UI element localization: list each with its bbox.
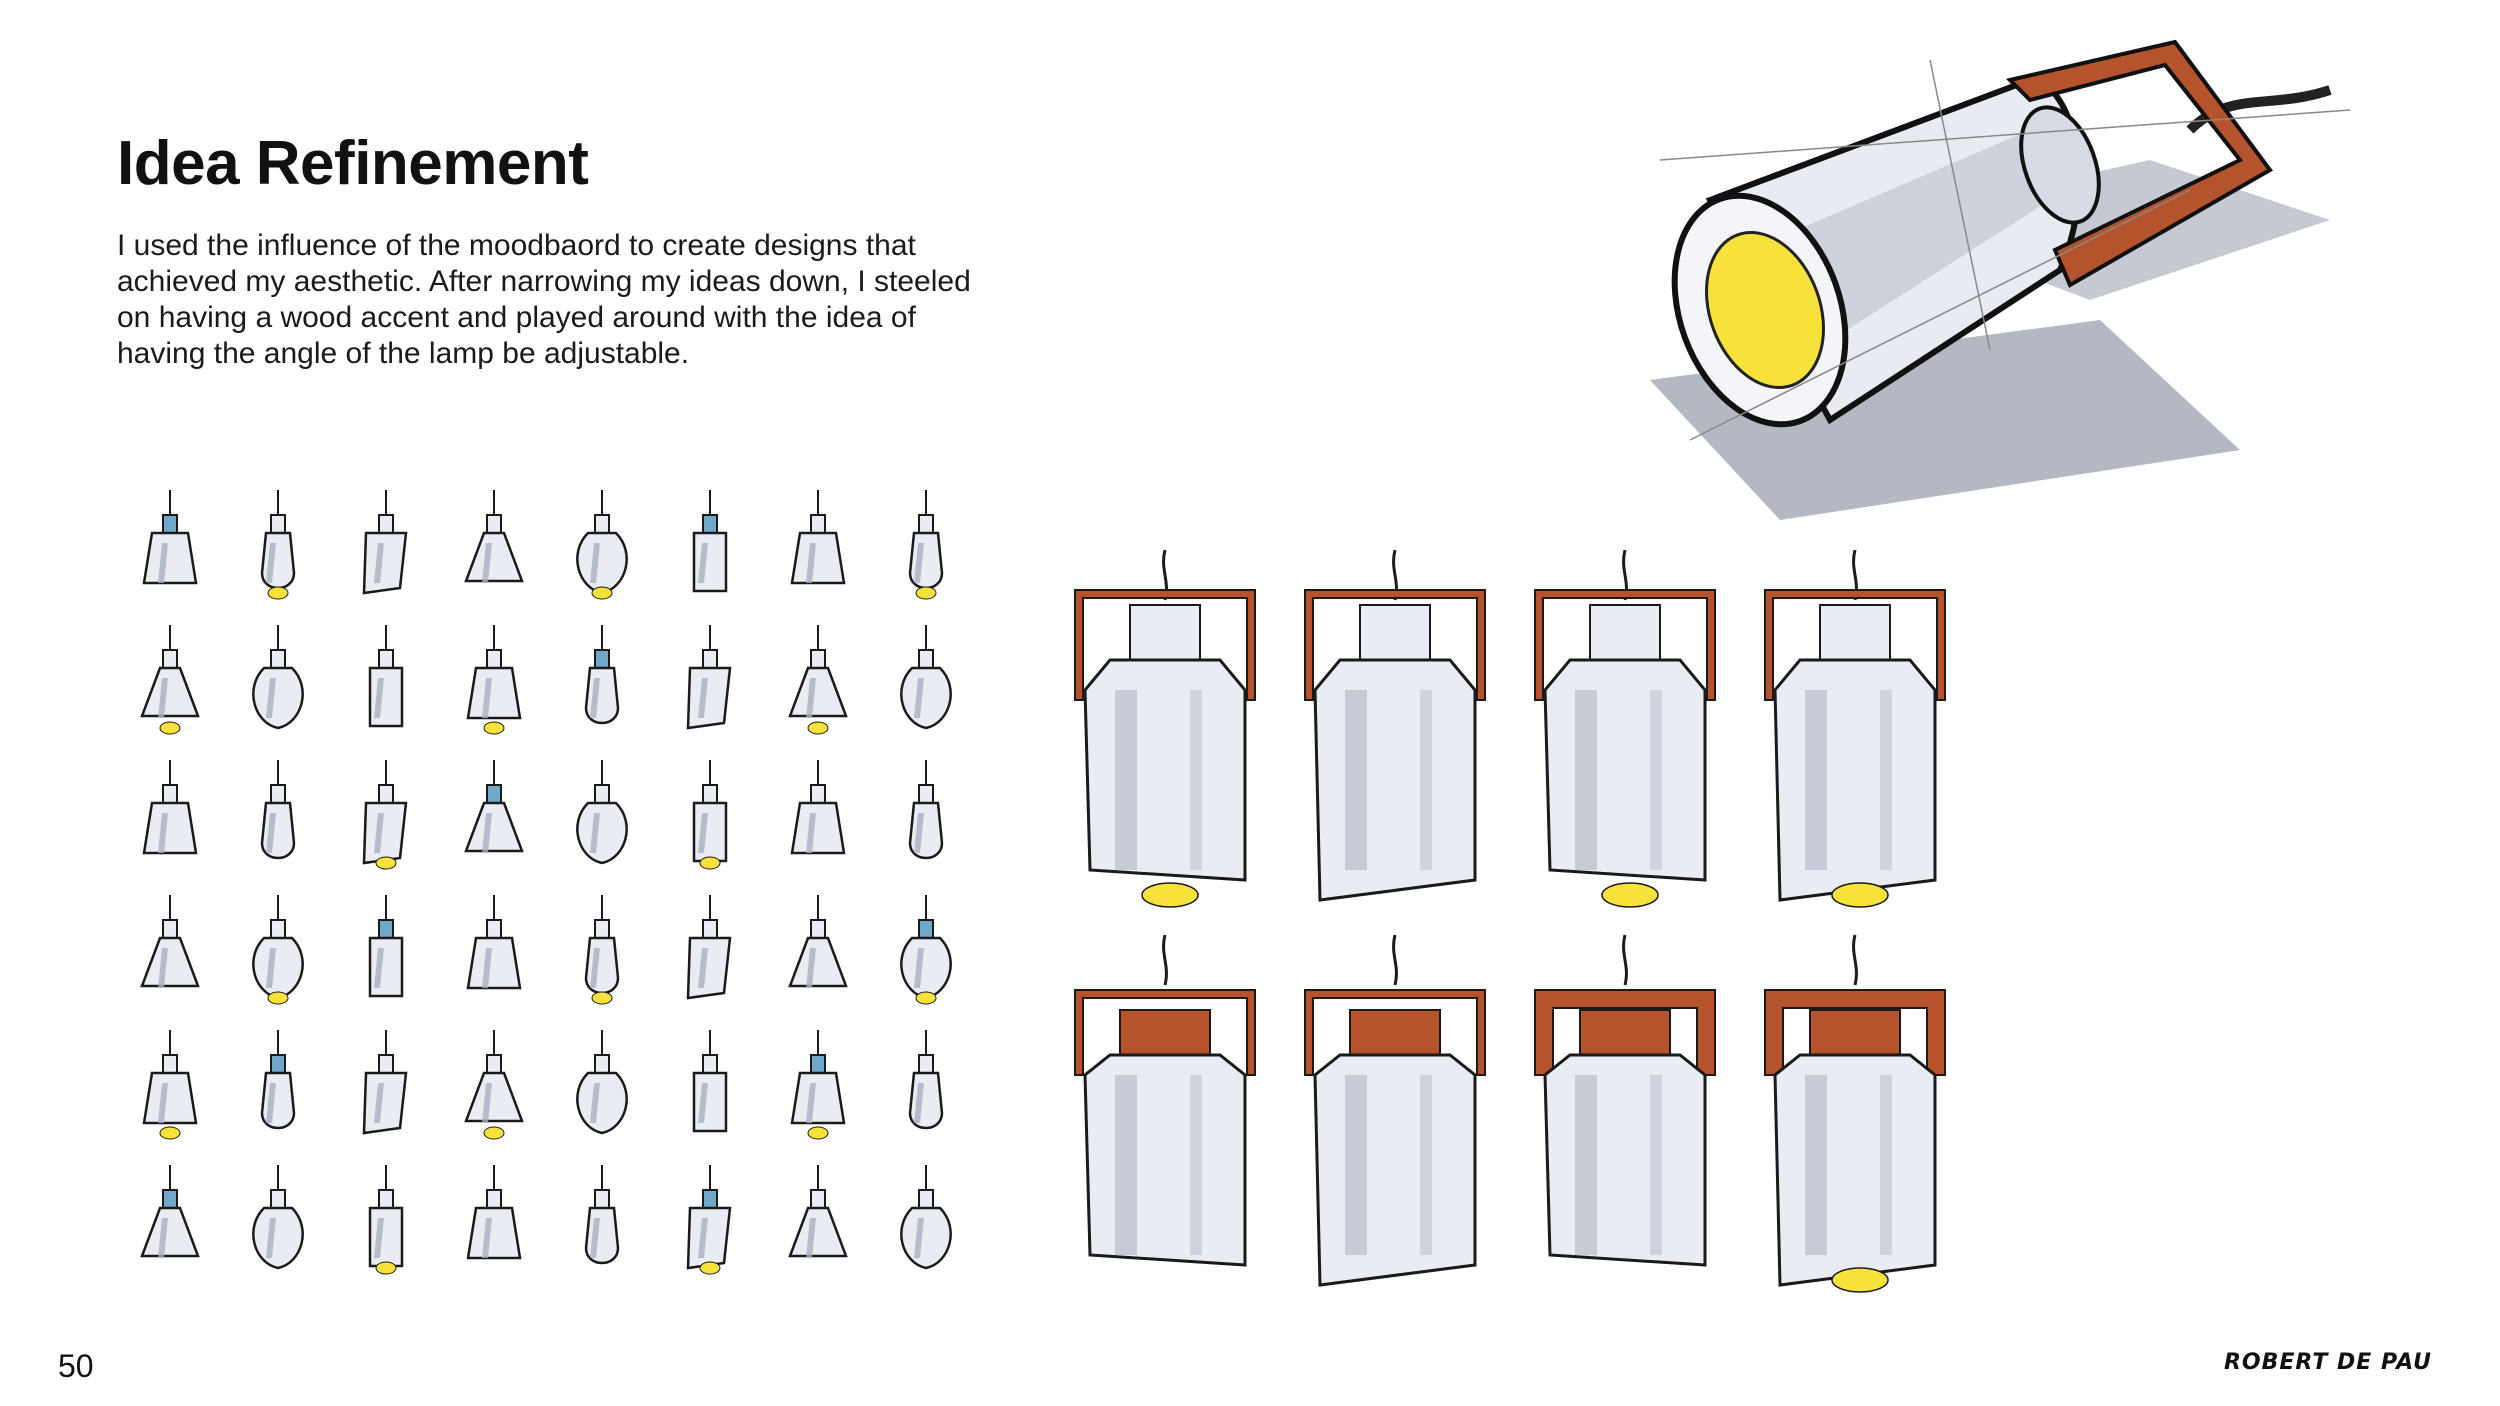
refined-lamp bbox=[1534, 550, 1716, 908]
lamp-body bbox=[1083, 658, 1247, 882]
wood-frame bbox=[1074, 989, 1256, 1076]
wood-frame bbox=[1764, 989, 1946, 1076]
pendant-thumbnail bbox=[788, 895, 848, 988]
wood-frame bbox=[1304, 589, 1486, 701]
pendant-thumbnail bbox=[362, 490, 408, 595]
pendant-thumbnail bbox=[790, 490, 846, 585]
refined-lamp bbox=[1074, 934, 1256, 1267]
pendant-thumbnail bbox=[686, 625, 732, 730]
pendant-thumbnail bbox=[252, 1165, 304, 1270]
pendant-thumbnail bbox=[576, 1030, 628, 1135]
author-signature: ROBERT DE PAU bbox=[2223, 1350, 2432, 1375]
pendant-thumbnail bbox=[686, 895, 732, 1000]
pendant-thumbnail bbox=[584, 625, 620, 725]
lamp-body bbox=[1313, 1053, 1477, 1287]
pendant-thumbnail bbox=[584, 1165, 620, 1265]
pendant-thumbnail bbox=[252, 625, 304, 730]
pendant-thumbnail bbox=[900, 895, 952, 1005]
pendant-thumbnail bbox=[576, 760, 628, 865]
pendant-thumbnail bbox=[140, 625, 200, 735]
wood-collar bbox=[1119, 1009, 1211, 1056]
pendant-thumbnail bbox=[140, 895, 200, 988]
pendant-thumbnail bbox=[692, 760, 728, 870]
wood-frame bbox=[1304, 989, 1486, 1076]
wood-collar bbox=[1579, 1009, 1671, 1056]
refined-lamp bbox=[1074, 550, 1256, 908]
pendant-thumbnail bbox=[368, 625, 404, 728]
refined-lamp bbox=[1304, 934, 1486, 1287]
pendant-thumbnail bbox=[368, 895, 404, 998]
lamp-body bbox=[1773, 658, 1937, 902]
page-title: Idea Refinement bbox=[117, 129, 589, 198]
pendant-thumbnail bbox=[252, 895, 304, 1005]
refined-lamp bbox=[1764, 934, 1946, 1293]
pendant-thumbnail bbox=[362, 760, 408, 870]
pendant-thumbnail bbox=[908, 490, 944, 600]
pendant-thumbnail bbox=[576, 490, 628, 600]
hero-bulb bbox=[1705, 231, 1825, 389]
hero-wood-frame bbox=[2006, 39, 2273, 288]
pendant-thumbnail bbox=[142, 1030, 198, 1140]
refined-lamp-sketches bbox=[1074, 550, 1946, 1293]
pendant-thumbnail bbox=[686, 1165, 732, 1275]
pendant-thumbnail bbox=[142, 760, 198, 855]
hero-lamp-sketch bbox=[1650, 39, 2351, 520]
wood-collar bbox=[1349, 1009, 1441, 1056]
refined-lamp bbox=[1764, 550, 1946, 908]
lamp-body bbox=[1543, 658, 1707, 882]
pendant-thumbnail bbox=[788, 625, 848, 735]
lamp-body bbox=[1313, 658, 1477, 902]
pendant-thumbnail bbox=[464, 490, 524, 583]
lamp-body bbox=[1083, 1053, 1247, 1267]
pendant-thumbnail bbox=[908, 1030, 944, 1130]
pendant-thumbnail bbox=[790, 1030, 846, 1140]
pendant-thumbnail bbox=[692, 490, 728, 593]
intro-paragraph: I used the influence of the moodbaord to… bbox=[117, 229, 971, 370]
pendant-thumbnail bbox=[900, 1165, 952, 1270]
wood-frame bbox=[1074, 589, 1256, 701]
pendant-thumbnail bbox=[790, 760, 846, 855]
lamp-body bbox=[1773, 1053, 1937, 1287]
lamp-body bbox=[1543, 1053, 1707, 1267]
wood-frame bbox=[1764, 589, 1946, 701]
wood-frame bbox=[1534, 589, 1716, 701]
refined-lamp bbox=[1304, 550, 1486, 902]
wood-collar bbox=[1809, 1009, 1901, 1056]
refined-lamp bbox=[1534, 934, 1716, 1267]
wood-frame bbox=[1534, 989, 1716, 1076]
pendant-thumbnail bbox=[464, 1030, 524, 1140]
pendant-thumbnail bbox=[466, 1165, 522, 1260]
pendant-thumbnail bbox=[466, 895, 522, 990]
page-number: 50 bbox=[58, 1348, 94, 1384]
pendant-thumbnail bbox=[368, 1165, 404, 1275]
pendant-thumbnail bbox=[260, 760, 296, 860]
pendant-thumbnail bbox=[362, 1030, 408, 1135]
pendant-thumbnail bbox=[692, 1030, 728, 1133]
pendant-thumbnail bbox=[140, 1165, 200, 1258]
pendant-thumbnail bbox=[788, 1165, 848, 1258]
pendant-thumbnail bbox=[466, 625, 522, 735]
pendant-thumbnail bbox=[464, 760, 524, 853]
pendant-thumbnail bbox=[584, 895, 620, 1005]
pendant-thumbnail bbox=[142, 490, 198, 585]
pendant-thumbnail bbox=[260, 490, 296, 600]
pendant-thumbnail bbox=[900, 625, 952, 730]
pendant-thumbnail bbox=[260, 1030, 296, 1130]
hero-cord bbox=[2186, 85, 2332, 134]
pendant-thumbnail bbox=[908, 760, 944, 860]
thumbnail-sketch-grid bbox=[140, 490, 952, 1275]
